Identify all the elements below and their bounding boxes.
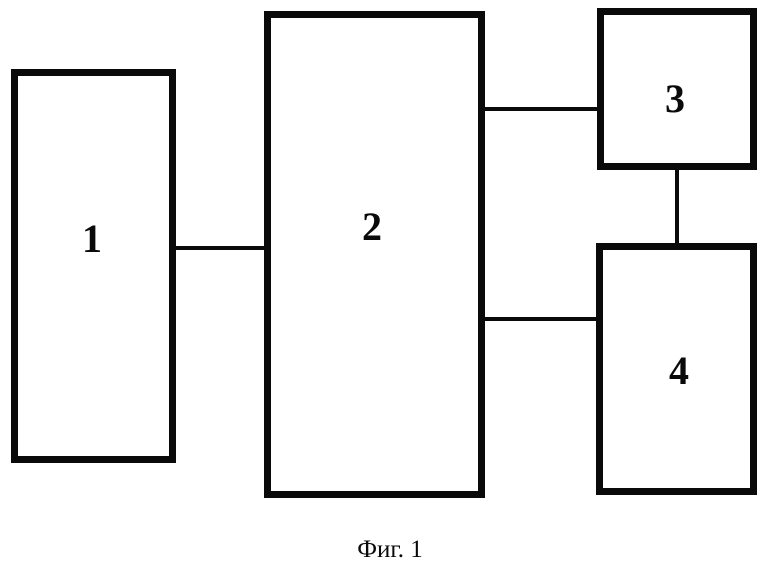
figure-caption: Фиг. 1	[357, 536, 423, 563]
connector-block2-block4	[481, 317, 600, 321]
connector-block1-block2	[172, 246, 268, 250]
block-3	[597, 8, 757, 170]
block-4	[596, 243, 757, 495]
block-1-label: 1	[82, 216, 102, 261]
connector-block2-block3	[481, 107, 601, 111]
block-2	[264, 11, 485, 498]
block-1	[11, 69, 176, 463]
block-3-label: 3	[665, 76, 685, 121]
block-4-label: 4	[669, 348, 689, 393]
connector-block3-block4	[675, 164, 679, 248]
block-2-label: 2	[362, 204, 382, 249]
